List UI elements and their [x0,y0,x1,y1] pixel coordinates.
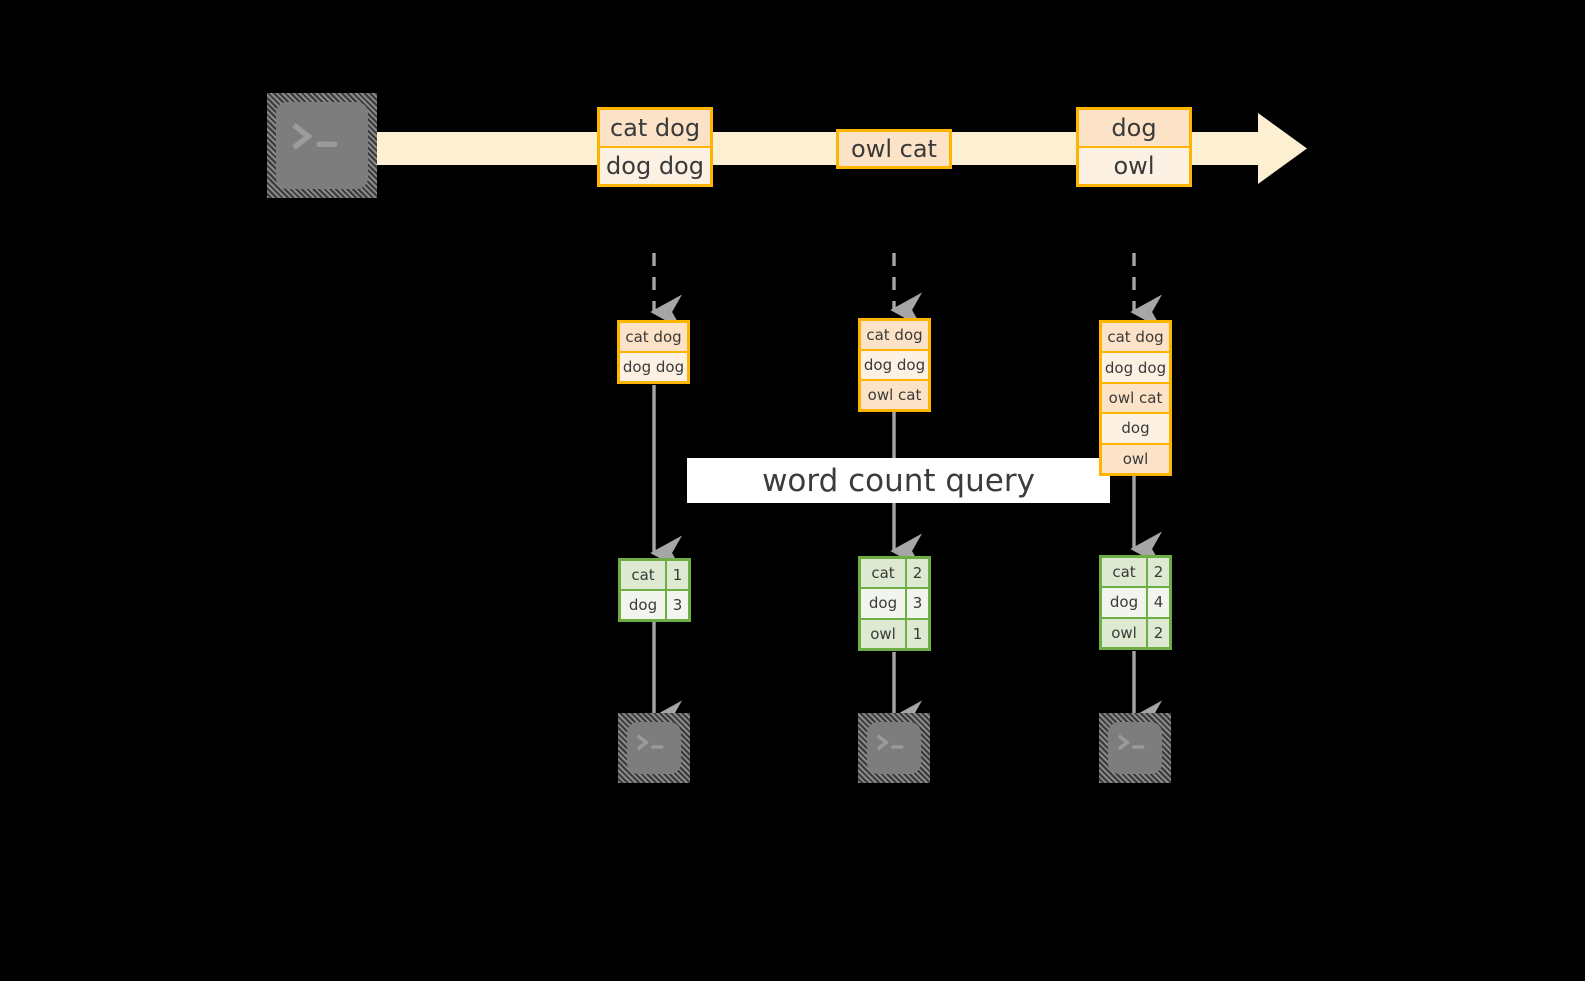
stream-event-line: cat dog [600,110,710,146]
stream-event-box[interactable]: owl cat [836,129,952,169]
table-row: cat 1 [621,561,688,589]
input-table-snapshot-2[interactable]: cat dog dog dog owl cat [858,318,931,412]
prompt-glyph-icon [292,123,338,151]
stream-event-box[interactable]: cat dog dog dog [597,107,713,187]
result-word: owl [1102,618,1146,647]
stream-event-line: dog [1079,110,1189,146]
terminal-icon-sink[interactable] [1099,713,1171,783]
input-row: cat dog [1102,323,1169,352]
result-table-snapshot-1[interactable]: cat 1 dog 3 [618,558,691,622]
terminal-body [276,102,368,189]
input-table-snapshot-1[interactable]: cat dog dog dog [617,320,690,384]
query-label-text: word count query [762,462,1035,499]
input-row: cat dog [861,321,928,349]
table-row: dog 4 [1102,586,1169,617]
table-row: cat 2 [861,559,928,588]
result-word: dog [621,591,665,619]
input-row: dog [1102,412,1169,443]
result-word: cat [1102,558,1146,587]
result-count: 4 [1146,588,1169,617]
stream-event-line: dog dog [600,146,710,184]
result-word: dog [861,589,905,618]
terminal-body [627,722,681,774]
table-row: dog 3 [621,589,688,619]
table-row: dog 3 [861,587,928,618]
result-count: 2 [905,559,928,588]
input-row: dog dog [620,351,687,381]
result-word: cat [861,559,905,588]
stream-event-line: owl [1079,146,1189,184]
terminal-body [867,722,921,774]
result-count: 3 [665,591,688,619]
input-row: dog dog [1102,351,1169,382]
terminal-icon-sink[interactable] [858,713,930,783]
result-count: 1 [905,619,928,648]
table-row: owl 2 [1102,616,1169,647]
terminal-icon-source[interactable] [267,93,377,198]
result-count: 1 [665,561,688,589]
terminal-body [1108,722,1162,774]
input-row: cat dog [620,323,687,351]
result-count: 2 [1146,618,1169,647]
prompt-glyph-icon [636,734,663,751]
table-row: cat 2 [1102,558,1169,587]
result-count: 2 [1146,558,1169,587]
input-row: owl [1102,442,1169,474]
result-table-snapshot-3[interactable]: cat 2 dog 4 owl 2 [1099,555,1172,650]
result-word: dog [1102,588,1146,617]
terminal-icon-sink[interactable] [618,713,690,783]
input-table-snapshot-3[interactable]: cat dog dog dog owl cat dog owl [1099,320,1172,476]
query-label: word count query [687,458,1110,503]
result-table-snapshot-2[interactable]: cat 2 dog 3 owl 1 [858,556,931,651]
input-row: dog dog [861,349,928,379]
prompt-glyph-icon [876,734,903,751]
table-row: owl 1 [861,617,928,648]
result-word: cat [621,561,665,589]
result-word: owl [861,619,905,648]
prompt-glyph-icon [1117,734,1144,751]
stream-event-box[interactable]: dog owl [1076,107,1192,187]
input-row: owl cat [1102,381,1169,413]
input-row: owl cat [861,379,928,409]
result-count: 3 [905,589,928,618]
stream-event-line: owl cat [839,132,949,166]
